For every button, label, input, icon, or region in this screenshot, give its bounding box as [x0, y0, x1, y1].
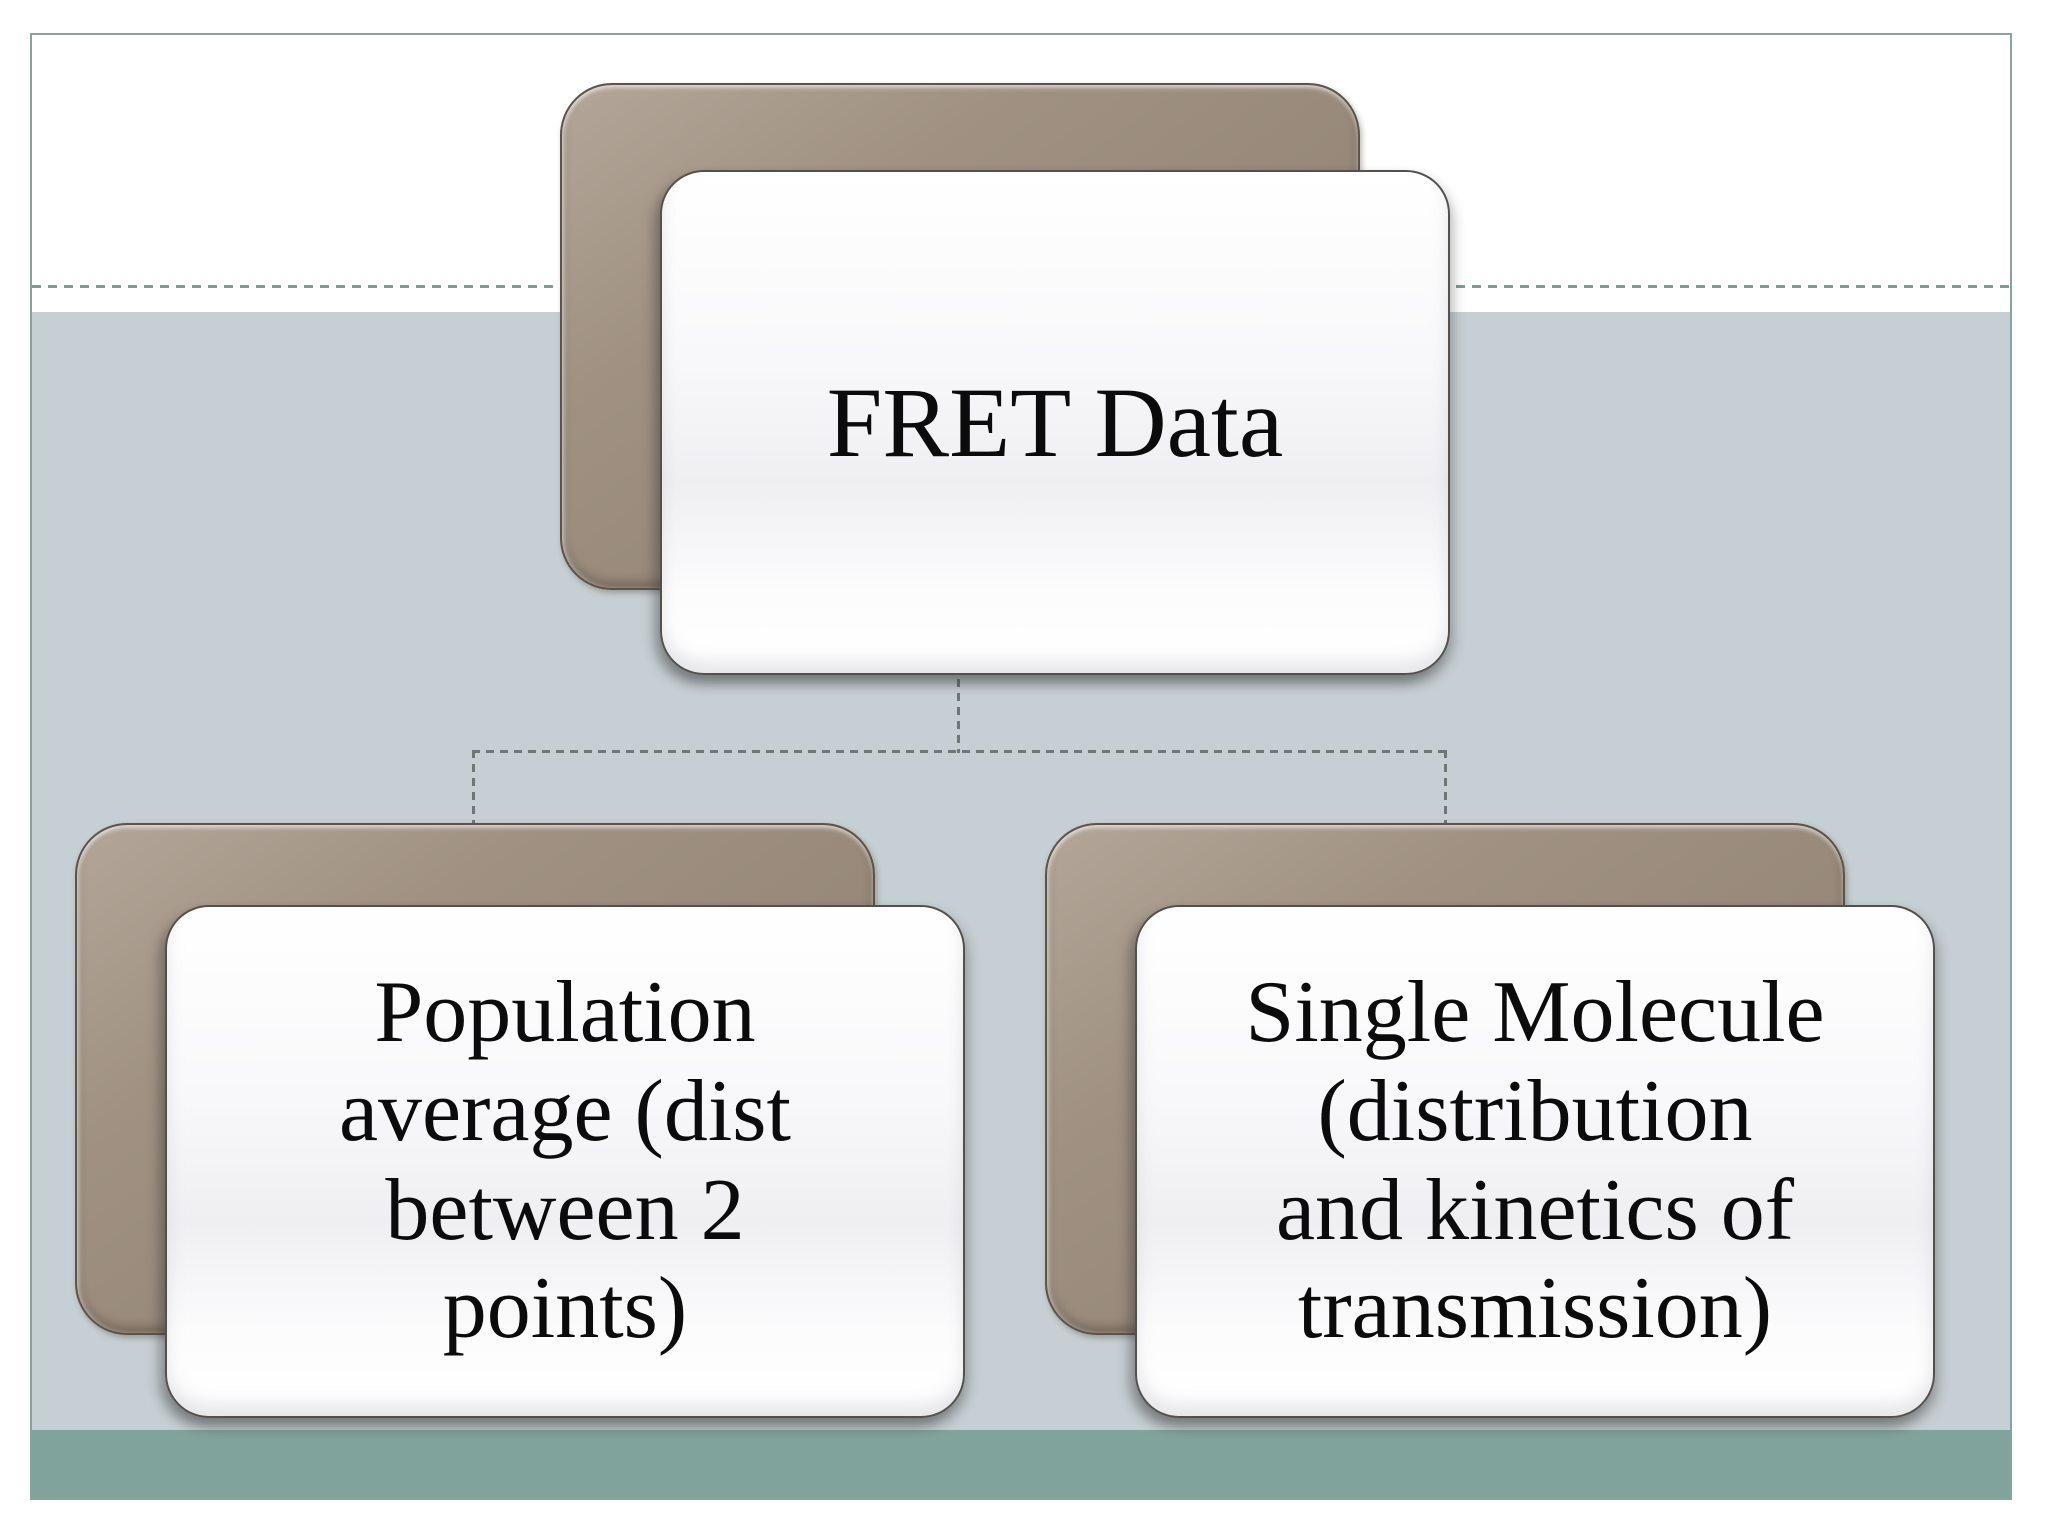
- connector-crossbar: [472, 750, 1447, 753]
- node-fret-data-label: FRET Data: [826, 366, 1284, 478]
- node-population-average: Population average (dist between 2 point…: [165, 905, 965, 1418]
- node-single-molecule: Single Molecule (distribution and kineti…: [1135, 905, 1935, 1418]
- slide-footer-band: [32, 1430, 2010, 1499]
- connector-drop-right: [1444, 750, 1447, 830]
- node-single-molecule-label: Single Molecule (distribution and kineti…: [1245, 964, 1825, 1358]
- node-fret-data: FRET Data: [660, 170, 1450, 675]
- node-population-average-label: Population average (dist between 2 point…: [339, 964, 791, 1358]
- connector-drop-left: [472, 750, 475, 830]
